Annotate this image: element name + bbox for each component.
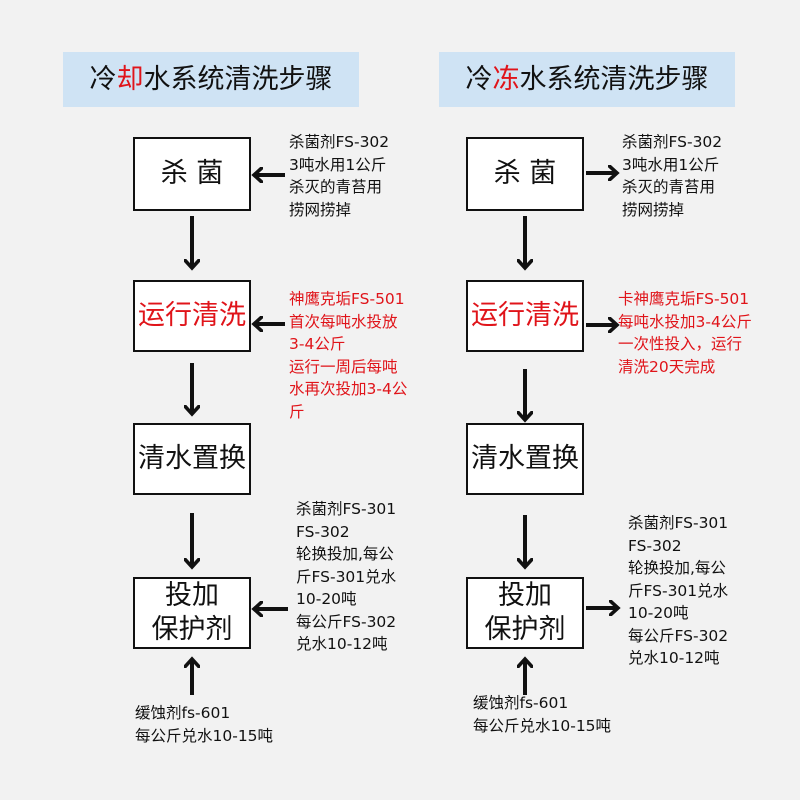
left-step-sterilize: 杀 菌 — [133, 137, 251, 211]
right-step-replace-label: 清水置换 — [471, 443, 579, 474]
title-left-pre: 冷 — [89, 64, 117, 95]
left-step-sterilize-label: 杀 菌 — [160, 158, 224, 189]
title-right-post: 水系统清洗步骤 — [519, 64, 709, 95]
left-note-protect: 杀菌剂FS-301 FS-302 轮换投加,每公 斤FS-301兑水 10-20… — [296, 500, 397, 653]
right-step-replace: 清水置换 — [466, 423, 584, 495]
title-right-highlight: 冻 — [492, 64, 520, 95]
right-step-sterilize: 杀 菌 — [466, 137, 584, 211]
title-left-post: 水系统清洗步骤 — [143, 64, 333, 95]
title-left-highlight: 却 — [116, 64, 144, 95]
left-step-protect-line1: 投加 — [165, 580, 219, 611]
left-step-replace-label: 清水置换 — [138, 443, 246, 474]
right-step-sterilize-label: 杀 菌 — [493, 158, 557, 189]
right-note-sterilize: 杀菌剂FS-302 3吨水用1公斤 杀灭的青苔用 捞网捞掉 — [622, 133, 723, 219]
right-step-cleaning: 运行清洗 — [466, 280, 584, 352]
left-note-cleaning: 神鹰克垢FS-501 首次每吨水投放 3-4公斤 运行一周后每吨 水再次投加3-… — [289, 290, 408, 421]
left-step-cleaning-label: 运行清洗 — [138, 300, 246, 331]
right-step-protect: 投加保护剂 — [466, 577, 584, 649]
right-step-protect-line1: 投加 — [498, 580, 552, 611]
right-note-inhibitor: 缓蚀剂fs-601 每公斤兑水10-15吨 — [473, 694, 612, 735]
left-note-sterilize: 杀菌剂FS-302 3吨水用1公斤 杀灭的青苔用 捞网捞掉 — [289, 133, 390, 219]
left-step-protect-line2: 保护剂 — [151, 614, 233, 645]
right-note-protect: 杀菌剂FS-301 FS-302 轮换投加,每公 斤FS-301兑水 10-20… — [628, 514, 729, 667]
right-note-cleaning: 卡神鹰克垢FS-501 每吨水投加3-4公斤 一次性投入，运行 清洗20天完成 — [618, 290, 752, 376]
left-step-replace: 清水置换 — [133, 423, 251, 495]
left-step-cleaning: 运行清洗 — [133, 280, 251, 352]
title-right-pre: 冷 — [465, 64, 493, 95]
left-note-inhibitor: 缓蚀剂fs-601 每公斤兑水10-15吨 — [135, 704, 274, 745]
right-step-protect-line2: 保护剂 — [484, 614, 566, 645]
title-right: 冷冻水系统清洗步骤 — [439, 52, 735, 107]
title-left: 冷却水系统清洗步骤 — [63, 52, 359, 107]
right-step-cleaning-label: 运行清洗 — [471, 300, 579, 331]
left-step-protect: 投加保护剂 — [133, 577, 251, 649]
